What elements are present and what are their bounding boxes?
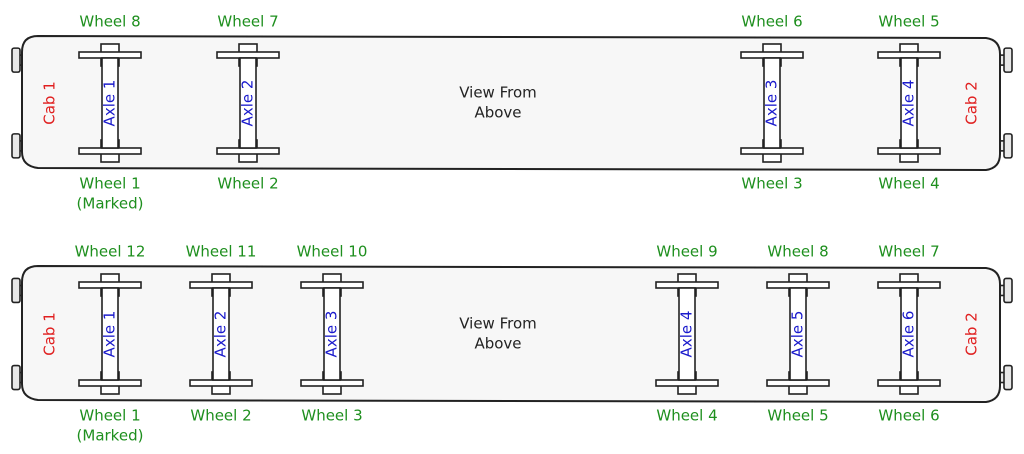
buffer-plate-left-2 [11, 133, 21, 159]
axle-2: Axle 2 Wheel 7 Wheel 2 [216, 13, 280, 193]
view-label-line2: Above [474, 104, 521, 122]
axle-3: Axle 3 Wheel 6 Wheel 3 [740, 13, 804, 193]
wheel-flange-bottom [300, 379, 364, 387]
axle-shaft [101, 57, 119, 149]
wheel-label-bottom: Wheel 6 [878, 407, 939, 425]
axle-shaft [763, 57, 781, 149]
wheel-label-top: Wheel 6 [741, 13, 802, 31]
wheel-flange-bottom [877, 147, 941, 155]
axle-4: Axle 4 Wheel 9 Wheel 4 [655, 243, 719, 425]
axle-label: Axle 3 [763, 80, 781, 127]
wheel-label-bottom: Wheel 5 [767, 407, 828, 425]
axle-4: Axle 4 Wheel 5 Wheel 4 [877, 13, 941, 193]
wheel-flange-bottom [216, 147, 280, 155]
wheel-label-bottom: Wheel 1 [79, 407, 140, 425]
wheel-label-top: Wheel 12 [75, 243, 146, 261]
axle-label: Axle 4 [900, 80, 918, 127]
wheel-flange-top [877, 281, 941, 289]
axle-3: Axle 3 Wheel 10 Wheel 3 [297, 243, 368, 425]
wheel-flange-bottom [877, 379, 941, 387]
axle-shaft [789, 287, 807, 381]
wheel-label-top: Wheel 8 [79, 13, 140, 31]
axle-label: Axle 1 [101, 311, 119, 358]
axle-label: Axle 5 [789, 311, 807, 358]
wheel-flange-bottom [189, 379, 253, 387]
axle-label: Axle 4 [678, 311, 696, 358]
car-body [21, 34, 1001, 172]
wheel-flange-top [189, 281, 253, 289]
wheel-flange-top [740, 51, 804, 59]
axle-label: Axle 2 [239, 80, 257, 127]
axle-shaft [900, 287, 918, 381]
wheel-label-bottom: Wheel 4 [878, 175, 939, 193]
wheel-flange-bottom [766, 379, 830, 387]
buffer-plate-left-2 [11, 364, 21, 391]
wheel-label-bottom: (Marked) [77, 427, 144, 445]
axle-5: Axle 5 Wheel 8 Wheel 5 [766, 243, 830, 425]
wheel-flange-top [655, 281, 719, 289]
wheel-flange-top [78, 51, 142, 59]
wheel-label-bottom: Wheel 4 [656, 407, 717, 425]
wheel-label-bottom: Wheel 1 [79, 175, 140, 193]
wheel-flange-bottom [78, 147, 142, 155]
wheel-label-bottom: Wheel 2 [190, 407, 251, 425]
wheel-label-top: Wheel 9 [656, 243, 717, 261]
buffer-plate-right-2 [1003, 364, 1013, 391]
wheel-label-bottom: (Marked) [77, 195, 144, 213]
axle-label: Axle 3 [323, 311, 341, 358]
buffer-plate-left-1 [11, 277, 21, 304]
axle-label: Axle 1 [101, 80, 119, 127]
cab-left-label: Cab 1 [41, 312, 59, 356]
wheel-label-top: Wheel 11 [186, 243, 257, 261]
wheel-flange-top [78, 281, 142, 289]
wheel-flange-bottom [78, 379, 142, 387]
axle-shaft [323, 287, 341, 381]
wheel-label-bottom: Wheel 2 [217, 175, 278, 193]
view-label-line1: View From [459, 315, 537, 333]
cab-right-label: Cab 2 [963, 81, 981, 125]
axle-1: Axle 1 Wheel 8 Wheel 1 (Marked) [77, 13, 144, 213]
wheel-label-top: Wheel 7 [878, 243, 939, 261]
wheel-flange-bottom [740, 147, 804, 155]
cab-left-label: Cab 1 [41, 81, 59, 125]
wheel-flange-top [300, 281, 364, 289]
wheel-flange-bottom [655, 379, 719, 387]
wheel-label-top: Wheel 5 [878, 13, 939, 31]
axle-6: Axle 6 Wheel 7 Wheel 6 [877, 243, 941, 425]
wheel-flange-top [877, 51, 941, 59]
axle-shaft [678, 287, 696, 381]
buffer-plate-right-1 [1003, 277, 1013, 304]
wheel-label-top: Wheel 8 [767, 243, 828, 261]
axle-shaft [900, 57, 918, 149]
axle-2: Axle 2 Wheel 11 Wheel 2 [186, 243, 257, 425]
car-body [21, 264, 1001, 404]
axle-shaft [239, 57, 257, 149]
view-label-line2: Above [474, 335, 521, 353]
buffer-plate-left-1 [11, 47, 21, 73]
buffer-plate-right-1 [1003, 47, 1013, 73]
cab-right-label: Cab 2 [963, 312, 981, 356]
axle-shaft [101, 287, 119, 381]
axle-1: Axle 1 Wheel 12 Wheel 1 (Marked) [75, 243, 146, 445]
wheel-label-top: Wheel 10 [297, 243, 368, 261]
wheel-flange-top [216, 51, 280, 59]
axle-label: Axle 2 [212, 311, 230, 358]
wheel-label-bottom: Wheel 3 [741, 175, 802, 193]
wheel-flange-top [766, 281, 830, 289]
axle-label: Axle 6 [900, 311, 918, 358]
wheel-label-bottom: Wheel 3 [301, 407, 362, 425]
wheel-label-top: Wheel 7 [217, 13, 278, 31]
axle-shaft [212, 287, 230, 381]
view-label-line1: View From [459, 84, 537, 102]
buffer-plate-right-2 [1003, 133, 1013, 159]
